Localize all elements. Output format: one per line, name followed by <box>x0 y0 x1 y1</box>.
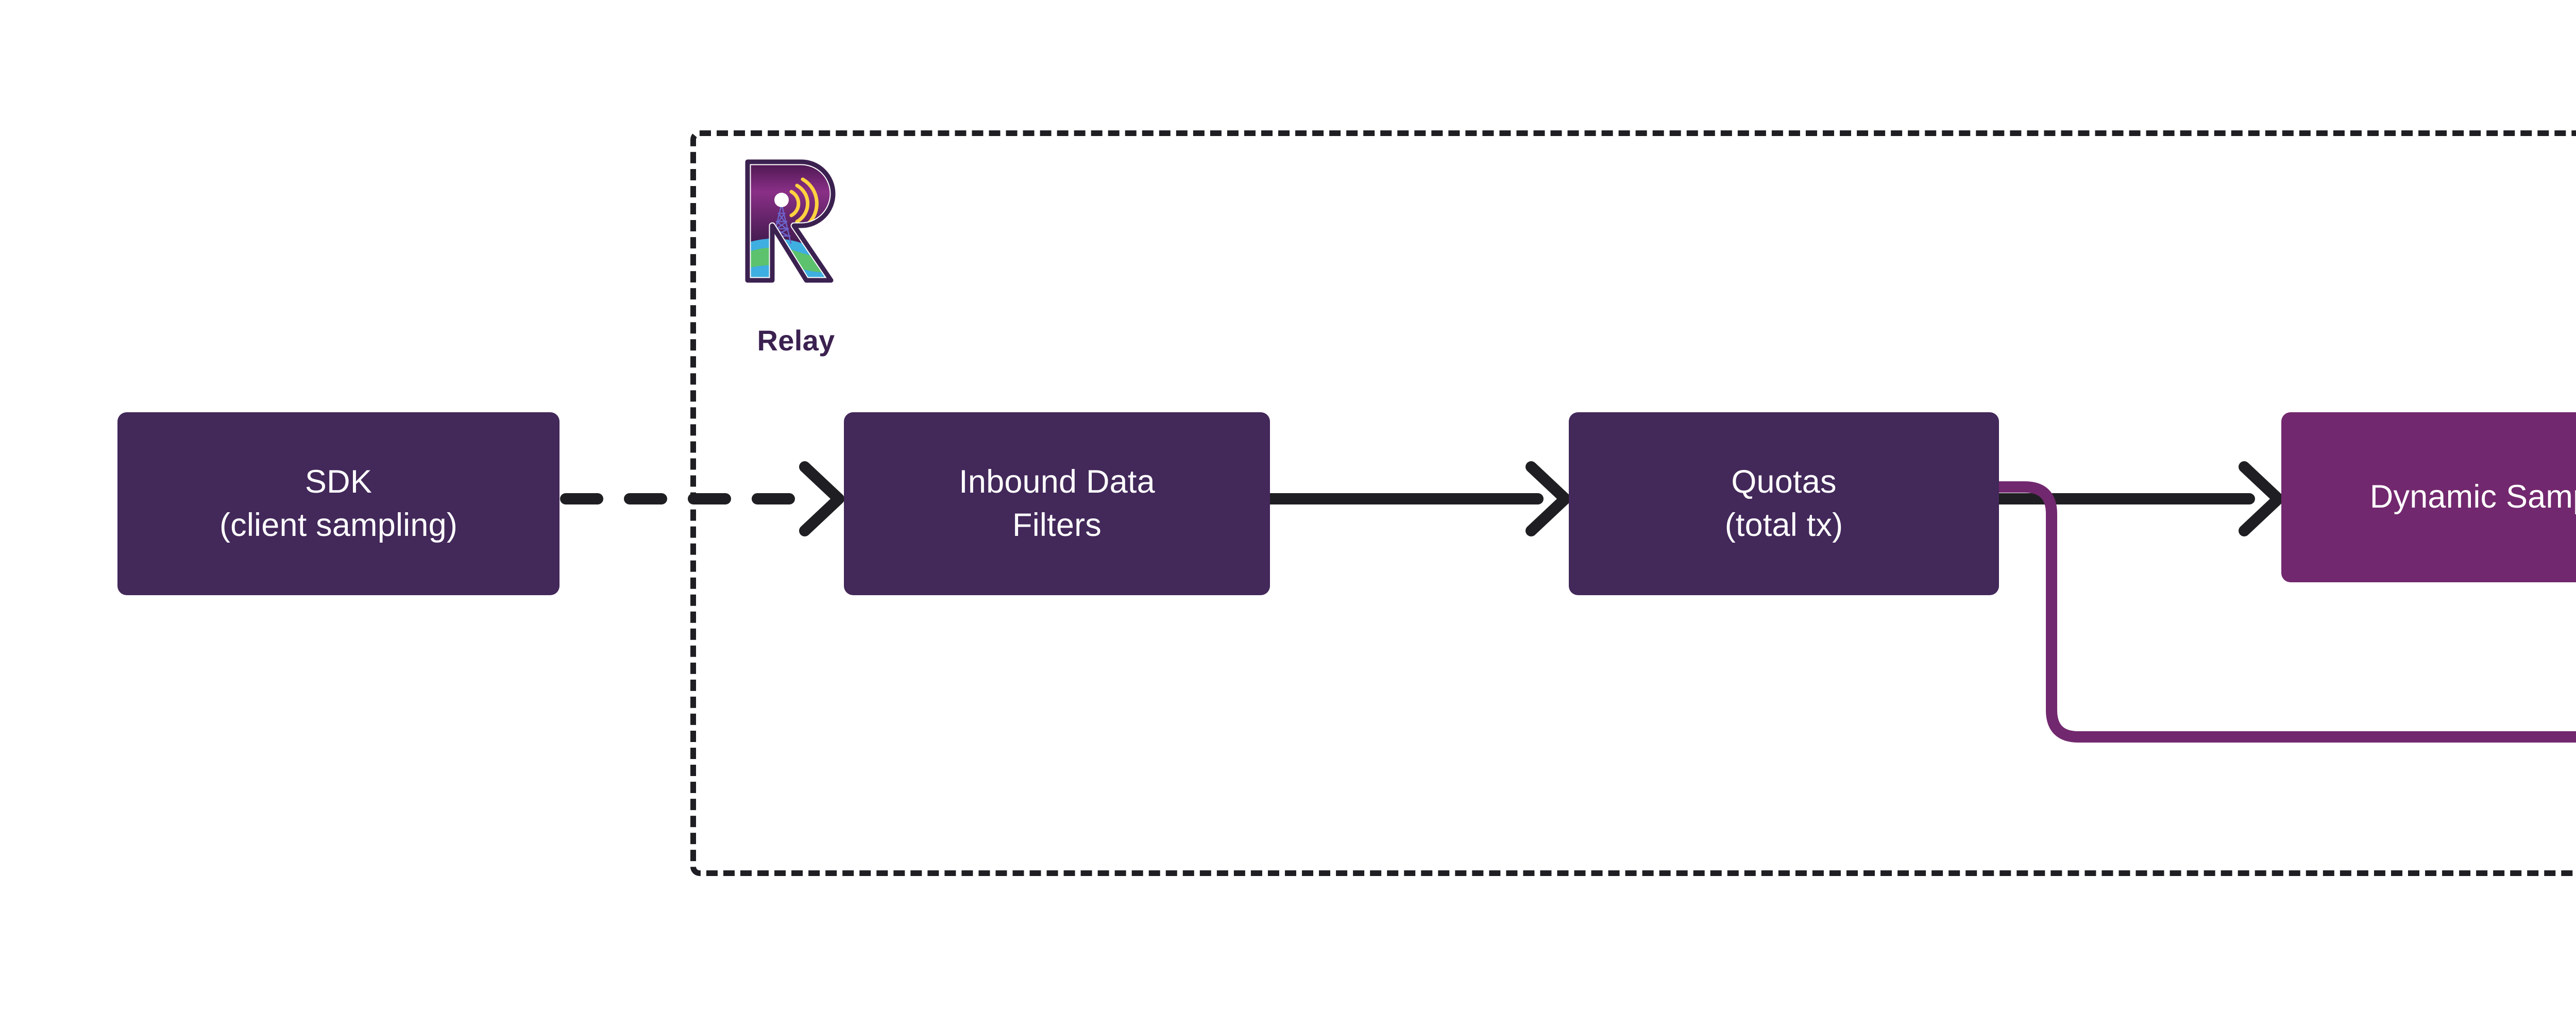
node-dynamic-sampling[interactable]: Dynamic Sampling <box>2281 412 2576 582</box>
node-inbound-data-filters-line2: Filters <box>1012 507 1101 543</box>
metrics-edge-label: Total Transactions (aka metrics) <box>2421 655 2576 689</box>
node-quotas-line2: (total tx) <box>1724 507 1843 543</box>
relay-label: Relay <box>757 324 835 357</box>
node-quotas[interactable]: Quotas (total tx) <box>1569 412 1999 595</box>
node-quotas-line1: Quotas <box>1731 464 1837 500</box>
node-inbound-data-filters-line1: Inbound Data <box>959 464 1155 500</box>
node-inbound-data-filters[interactable]: Inbound Data Filters <box>844 412 1270 595</box>
node-sdk-line2: (client sampling) <box>219 507 458 543</box>
node-sdk[interactable]: SDK (client sampling) <box>117 412 560 595</box>
node-dynamic-sampling-line1: Dynamic Sampling <box>2369 479 2576 515</box>
relay-boundary <box>690 130 2576 876</box>
relay-logo-icon <box>744 158 837 284</box>
node-sdk-line1: SDK <box>304 464 372 500</box>
